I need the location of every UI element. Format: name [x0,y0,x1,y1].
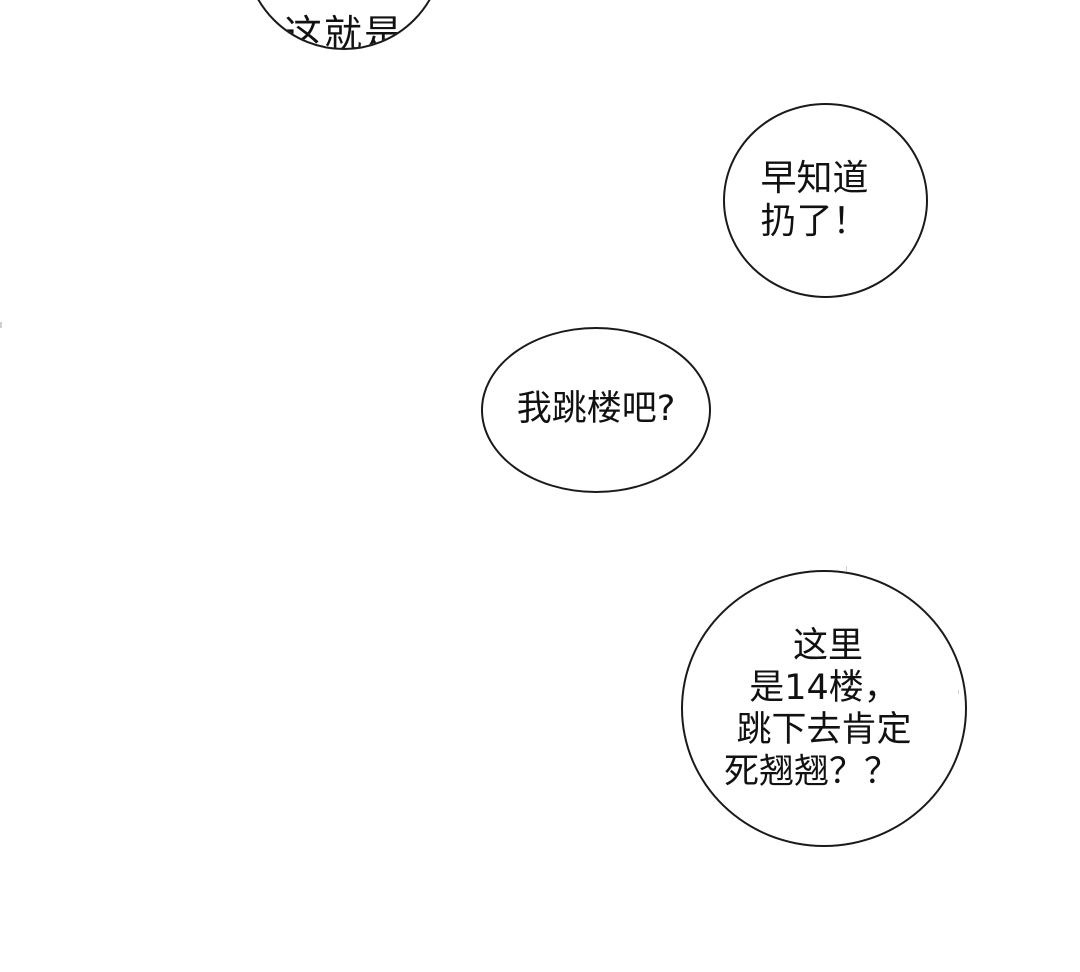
paper-speck [0,322,2,328]
speech-text-regret-line-1: 早知道 [760,158,869,200]
speech-bubble-top: 这就是 [244,0,444,50]
speech-text-regret-line-2: 扔了！ [760,200,869,242]
speech-text-floor-line-1: 这里 [792,625,863,666]
paper-speck [846,566,847,571]
speech-bubble-regret: 早知道 扔了！ [723,103,928,298]
speech-bubble-floor: 这里 是14楼， 跳下去肯定 死翘翘？？ [681,570,967,847]
speech-text-jump-line-1: 我跳楼吧? [516,389,676,430]
speech-text-floor-line-2: 是14楼， [749,667,899,708]
speech-text-floor-line-4: 死翘翘？？ [724,751,900,792]
speech-bubble-jump: 我跳楼吧? [481,327,711,493]
speech-text-floor-line-3: 跳下去肯定 [736,709,912,750]
speech-text-top-line-1: 这就是 [283,12,404,50]
paper-speck [958,690,959,694]
